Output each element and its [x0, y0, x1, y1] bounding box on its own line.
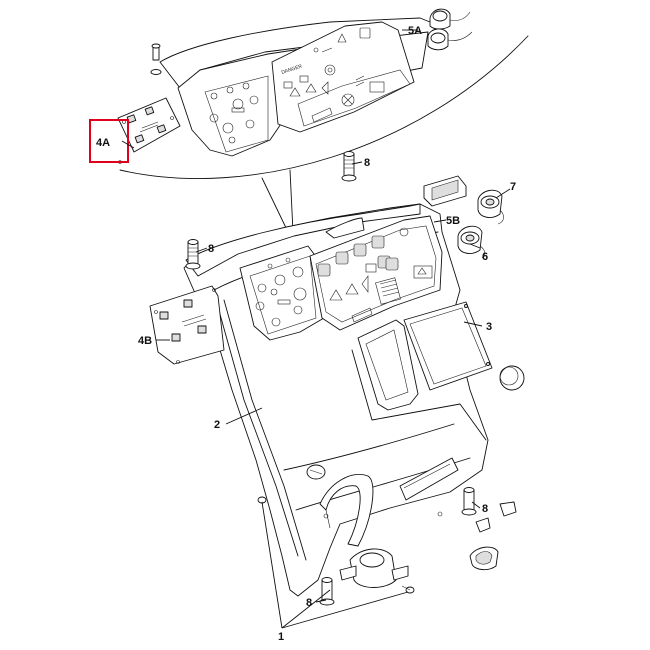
inset-switch-plate: [117, 97, 181, 164]
callout-5a: 5A: [408, 25, 422, 37]
callout-8-left: 8: [208, 243, 214, 255]
callout-1: 1: [278, 631, 284, 643]
inset-control-decal: DANGER: [271, 21, 415, 133]
console-housing: [183, 203, 493, 597]
control-decal: [309, 215, 443, 331]
decal-icons: [317, 227, 433, 323]
callout-6: 6: [482, 251, 488, 263]
inset-connectors: [427, 8, 473, 51]
round-cap: [499, 365, 525, 391]
console-strap: [319, 474, 374, 547]
standoff-bolt-upper: [341, 151, 357, 182]
switch-plate: [149, 285, 225, 365]
detail-inset: DANGER: [117, 8, 529, 233]
inset-gauge-holes: [209, 82, 259, 144]
standoff-bolt-right: [461, 487, 477, 516]
connector-6: [457, 225, 486, 259]
zoom-line-left: [261, 177, 289, 233]
console-cutout: [357, 319, 419, 411]
inset-boundary-arc: [119, 35, 529, 179]
callout-4b: 4B: [138, 335, 152, 347]
callout-7: 7: [510, 181, 516, 193]
standoff-bolt-left: [185, 239, 201, 270]
leader-lines: [121, 29, 511, 629]
hour-meter: [423, 175, 467, 207]
callout-8-bottom: 8: [306, 597, 312, 609]
gauge-panel: [239, 245, 325, 341]
highlight-box: [89, 119, 129, 163]
callout-8-upper: 8: [364, 157, 370, 169]
clamp-bracket: [339, 548, 409, 588]
standoff-bolt-bottom: [319, 577, 335, 606]
console-slot: [399, 457, 459, 501]
grommets: [257, 496, 517, 594]
zoom-line-right: [289, 169, 294, 233]
inset-bolt: [150, 43, 162, 75]
door-panel: [403, 301, 493, 391]
callout-5b: 5B: [446, 215, 460, 227]
callout-8-right: 8: [482, 503, 488, 515]
connector-7: [477, 189, 504, 225]
callout-2: 2: [214, 419, 220, 431]
callout-3: 3: [486, 321, 492, 333]
callout-4a: 4A: [96, 137, 110, 149]
